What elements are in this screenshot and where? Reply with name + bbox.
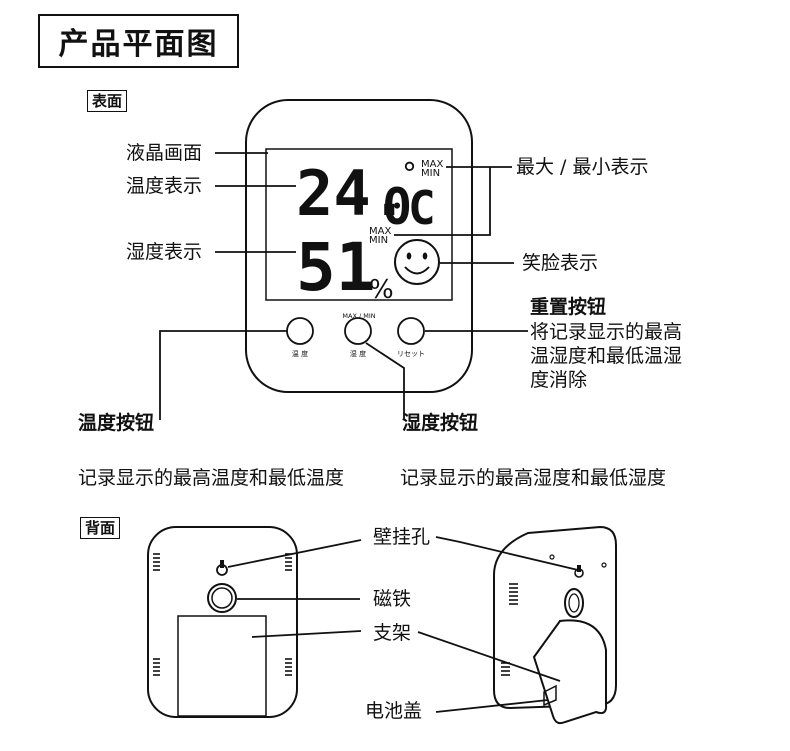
hum-button-description: 记录显示的最高湿度和最低湿度 bbox=[400, 467, 667, 489]
lcd-temp-max-label: MAX bbox=[421, 159, 443, 170]
back-vent-left bbox=[153, 553, 160, 676]
lcd-degree-symbol: ° bbox=[402, 157, 417, 192]
label-max-min-display: 最大 / 最小表示 bbox=[516, 156, 649, 178]
reset-button-shape bbox=[397, 317, 425, 345]
label-wall-hole: 壁挂孔 bbox=[373, 526, 431, 548]
lcd-temperature-decimal: 0 bbox=[382, 178, 412, 236]
label-temperature-display: 温度表示 bbox=[126, 175, 203, 197]
battery-cover-shape bbox=[177, 615, 267, 717]
lcd-hum-min-label: MIN bbox=[369, 235, 388, 246]
label-temp-button: 温度按钮 bbox=[78, 412, 155, 434]
label-stand: 支架 bbox=[373, 622, 412, 644]
label-lcd-screen: 液晶画面 bbox=[126, 142, 203, 164]
smiley-face-icon bbox=[394, 239, 440, 285]
lcd-temperature-digits: 24. bbox=[296, 157, 408, 230]
front-leader-lines bbox=[159, 152, 528, 420]
label-reset-desc-line-3: 度消除 bbox=[530, 369, 588, 391]
temp-button-description: 记录显示的最高温度和最低温度 bbox=[78, 467, 345, 489]
lcd-humidity-digits: 51 bbox=[296, 229, 375, 306]
reset-button-caption: リセット bbox=[397, 350, 425, 358]
hum-button-shape bbox=[344, 317, 372, 345]
side-vent bbox=[501, 583, 518, 676]
wall-hole-icon bbox=[216, 560, 228, 576]
section-label-back: 背面 bbox=[80, 517, 121, 539]
label-smiley-display: 笑脸表示 bbox=[522, 252, 599, 274]
back-vent-right bbox=[285, 553, 292, 676]
label-magnet: 磁铁 bbox=[373, 588, 412, 610]
side-magnet-icon bbox=[564, 588, 584, 618]
temp-button-caption: 温 度 bbox=[292, 349, 308, 358]
label-battery-cover: 电池盖 bbox=[365, 700, 423, 722]
lcd-temperature-unit: C bbox=[408, 181, 436, 235]
button-caption-max-min: MAX / MIN bbox=[342, 312, 375, 320]
hum-button-caption: 湿 度 bbox=[350, 349, 366, 358]
label-hum-button: 湿度按钮 bbox=[402, 412, 479, 434]
label-reset-desc-line-1: 将记录显示的最高 bbox=[530, 321, 683, 343]
back-leader-lines bbox=[227, 536, 579, 713]
label-reset-desc-line-2: 温湿度和最低温湿 bbox=[530, 345, 683, 367]
magnet-icon bbox=[207, 583, 237, 613]
lcd-screen bbox=[265, 148, 453, 301]
back-device-body bbox=[147, 526, 298, 718]
page-title: 产品平面图 bbox=[38, 14, 239, 68]
temp-button-shape bbox=[286, 317, 314, 345]
front-device-body bbox=[245, 99, 473, 393]
label-reset-button-title: 重置按钮 bbox=[530, 296, 607, 318]
side-stand-shape bbox=[532, 619, 608, 725]
lcd-temp-min-label: MIN bbox=[421, 168, 440, 179]
lcd-hum-max-label: MAX bbox=[369, 226, 391, 237]
section-label-front: 表面 bbox=[87, 90, 128, 112]
lcd-humidity-unit: % bbox=[369, 275, 394, 305]
label-humidity-display: 湿度表示 bbox=[126, 241, 203, 263]
side-wall-hole-icon bbox=[574, 565, 584, 578]
